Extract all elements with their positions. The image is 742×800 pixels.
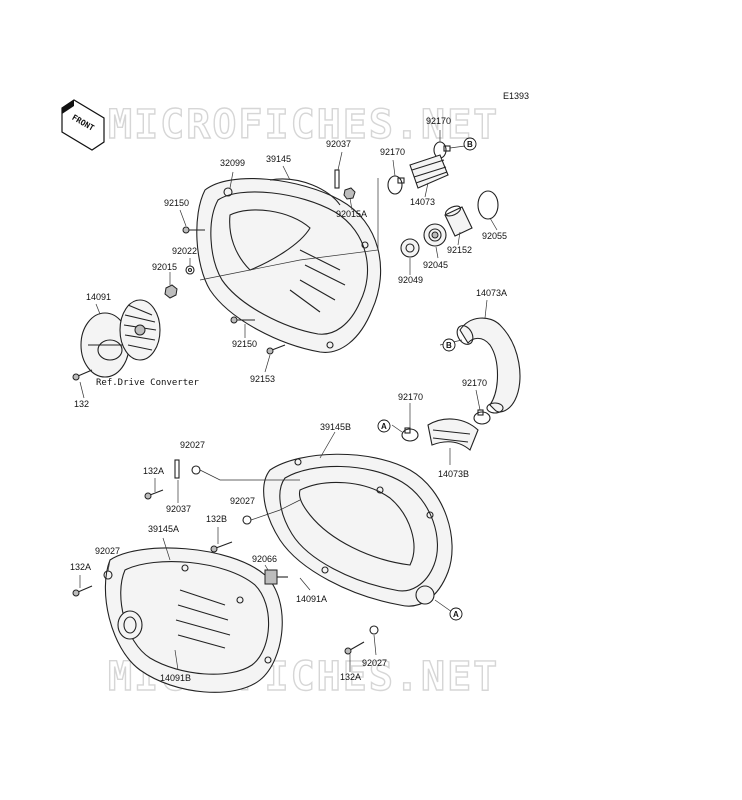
bearing-92045 <box>423 223 447 247</box>
label-32099: 32099 <box>220 158 245 168</box>
callout-a-mid: A <box>377 419 391 433</box>
label-92170-top: 92170 <box>426 116 451 126</box>
label-92045: 92045 <box>423 260 448 270</box>
label-132: 132 <box>74 399 89 409</box>
bolt-132A-c <box>344 641 365 655</box>
bolt-92153 <box>266 344 286 355</box>
duct-14073 <box>409 154 449 189</box>
sleeve-92152 <box>444 205 473 237</box>
label-132A-c: 132A <box>340 672 361 682</box>
bolt-132A-b <box>72 585 93 597</box>
callout-a-bottom: A <box>449 607 463 621</box>
inner-cover-39145B <box>263 453 453 607</box>
label-14091: 14091 <box>86 292 111 302</box>
label-92027-b: 92027 <box>230 496 255 506</box>
label-14073A: 14073A <box>476 288 507 298</box>
callout-b-mid: B <box>442 338 456 352</box>
washer-92027-a <box>191 465 201 475</box>
outer-cover-39145A <box>104 547 283 693</box>
oring-92055 <box>477 190 499 220</box>
svg-text:B: B <box>446 341 452 350</box>
label-92066: 92066 <box>252 554 277 564</box>
seal-92049 <box>400 238 420 258</box>
label-132A-a: 132A <box>143 466 164 476</box>
label-92055: 92055 <box>482 231 507 241</box>
pin-92037-b <box>174 459 180 479</box>
duct-14073A <box>456 317 521 414</box>
bolt-132A-a <box>144 489 164 500</box>
label-39145A: 39145A <box>148 524 179 534</box>
label-92015A: 92015A <box>336 209 367 219</box>
label-92037-top: 92037 <box>326 139 351 149</box>
callout-b-top: B <box>463 137 477 151</box>
label-14073: 14073 <box>410 197 435 207</box>
duct-14073B <box>427 418 479 451</box>
label-39145: 39145 <box>266 154 291 164</box>
clamp-92170-left <box>401 427 419 442</box>
label-132A-b: 132A <box>70 562 91 572</box>
svg-text:B: B <box>467 140 473 149</box>
label-92150-b: 92150 <box>232 339 257 349</box>
outer-cover-39145 <box>196 178 382 353</box>
front-arrow-icon: FRONT <box>61 99 105 151</box>
label-14091B: 14091B <box>160 673 191 683</box>
plug-92015A <box>343 187 356 200</box>
sensor-92066 <box>264 569 288 585</box>
impeller-drive <box>119 299 161 361</box>
reference-note: Ref.Drive Converter <box>96 378 200 388</box>
nut-92015 <box>164 284 178 299</box>
washer-92027-b <box>242 515 252 525</box>
svg-text:A: A <box>381 422 387 431</box>
label-14073B: 14073B <box>438 469 469 479</box>
leader-lines <box>79 130 498 672</box>
pin-92037-top <box>334 169 340 189</box>
bolt-92150-a <box>182 226 205 234</box>
label-92027-a: 92027 <box>180 440 205 450</box>
watermark-top: MICROFICHES.NET <box>108 102 499 148</box>
label-132B: 132B <box>206 514 227 524</box>
washer-92027-d <box>369 625 379 635</box>
diagram-code: E1393 <box>503 91 529 101</box>
label-92150-a: 92150 <box>164 198 189 208</box>
label-39145B: 39145B <box>320 422 351 432</box>
label-92170-r: 92170 <box>462 378 487 388</box>
label-92015: 92015 <box>152 262 177 272</box>
label-92022: 92022 <box>172 246 197 256</box>
label-92027-d: 92027 <box>362 658 387 668</box>
part-labels: 92170 92037 92170 32099 39145 92150 9201… <box>70 116 507 683</box>
washer-92022 <box>185 265 195 275</box>
label-92170-l: 92170 <box>398 392 423 402</box>
label-92037-b: 92037 <box>166 504 191 514</box>
label-92152: 92152 <box>447 245 472 255</box>
label-92170-mid: 92170 <box>380 147 405 157</box>
bolt-132B <box>210 541 233 553</box>
label-14091A: 14091A <box>296 594 327 604</box>
svg-text:A: A <box>453 610 459 619</box>
label-92049: 92049 <box>398 275 423 285</box>
bolt-92150-b <box>230 316 255 324</box>
clamp-92170-right <box>473 409 491 425</box>
label-92027-c: 92027 <box>95 546 120 556</box>
bolt-132 <box>72 369 93 381</box>
clamp-92170-mid <box>387 175 405 195</box>
label-92153: 92153 <box>250 374 275 384</box>
